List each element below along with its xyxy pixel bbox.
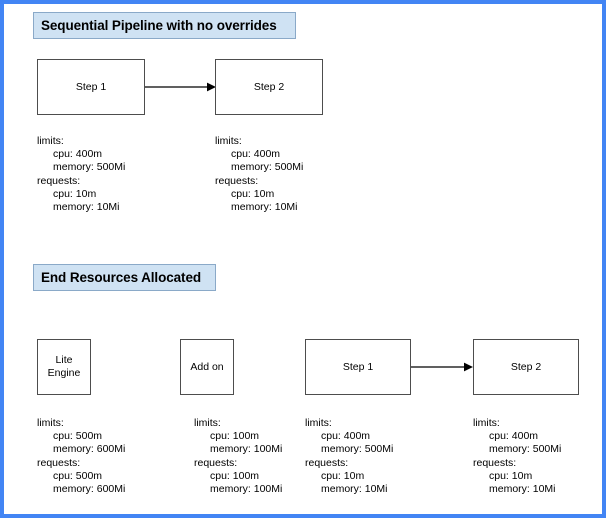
limits-memory: memory: 500Mi [231,161,304,174]
resource-spec-top-step-1: limits: cpu: 400m memory: 500Mi requests… [37,135,125,214]
arrow-bottom-step1-to-step2 [411,362,473,372]
resource-spec-add-on: limits: cpu: 100m memory: 100Mi requests… [194,417,282,496]
limits-memory: memory: 500Mi [489,443,562,456]
requests-label: requests: [37,456,81,469]
node-label: Step 2 [253,80,285,93]
limits-label: limits: [305,417,332,429]
limits-label: limits: [37,135,64,147]
arrow-top-step1-to-step2 [145,82,216,92]
limits-label: limits: [37,417,64,429]
requests-memory: memory: 600Mi [53,483,126,496]
section-header-end-resources-allocated: End Resources Allocated [33,264,216,291]
node-bottom-step-1: Step 1 [305,339,411,395]
node-lite-engine: Lite Engine [37,339,91,395]
node-label: Step 1 [342,360,374,373]
resource-spec-top-step-2: limits: cpu: 400m memory: 500Mi requests… [215,135,303,214]
resource-spec-bottom-step-2: limits: cpu: 400m memory: 500Mi requests… [473,417,561,496]
limits-label: limits: [473,417,500,429]
limits-cpu: cpu: 400m [231,148,281,161]
node-top-step-2: Step 2 [215,59,323,115]
node-top-step-1: Step 1 [37,59,145,115]
requests-memory: memory: 10Mi [53,201,120,214]
requests-cpu: cpu: 10m [489,469,533,482]
requests-cpu: cpu: 10m [231,187,275,200]
limits-cpu: cpu: 400m [489,430,539,443]
requests-memory: memory: 100Mi [210,483,283,496]
limits-cpu: cpu: 100m [210,430,260,443]
requests-cpu: cpu: 10m [53,187,97,200]
node-bottom-step-2: Step 2 [473,339,579,395]
section-header-sequential-pipeline: Sequential Pipeline with no overrides [33,12,296,39]
resource-spec-bottom-step-1: limits: cpu: 400m memory: 500Mi requests… [305,417,393,496]
requests-memory: memory: 10Mi [489,483,556,496]
requests-cpu: cpu: 10m [321,469,365,482]
limits-memory: memory: 100Mi [210,443,283,456]
limits-memory: memory: 500Mi [53,161,126,174]
limits-memory: memory: 600Mi [53,443,126,456]
requests-label: requests: [37,174,81,187]
requests-memory: memory: 10Mi [321,483,388,496]
section-header-label: End Resources Allocated [41,270,201,285]
limits-label: limits: [215,135,242,147]
requests-cpu: cpu: 100m [210,469,260,482]
limits-memory: memory: 500Mi [321,443,394,456]
node-label: Step 2 [510,360,542,373]
requests-cpu: cpu: 500m [53,469,103,482]
node-label: Step 1 [75,80,107,93]
limits-cpu: cpu: 400m [53,148,103,161]
node-add-on: Add on [180,339,234,395]
limits-label: limits: [194,417,221,429]
limits-cpu: cpu: 400m [321,430,371,443]
node-label: Lite Engine [47,354,81,379]
requests-memory: memory: 10Mi [231,201,298,214]
node-label: Add on [190,360,224,373]
requests-label: requests: [305,456,349,469]
section-header-label: Sequential Pipeline with no overrides [41,18,277,33]
requests-label: requests: [215,174,259,187]
requests-label: requests: [473,456,517,469]
requests-label: requests: [194,456,238,469]
limits-cpu: cpu: 500m [53,430,103,443]
resource-spec-lite-engine: limits: cpu: 500m memory: 600Mi requests… [37,417,125,496]
